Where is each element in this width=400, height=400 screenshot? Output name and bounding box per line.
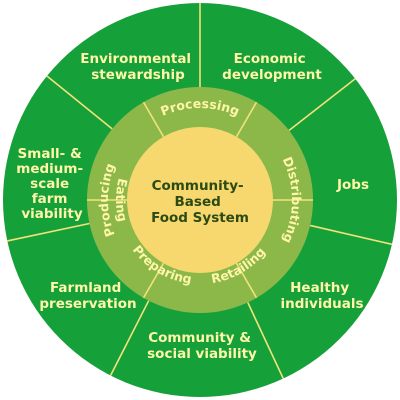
outer-divider-7 <box>46 75 113 130</box>
outcome-farm-viability: Small- & medium- scale farm viability <box>16 146 88 222</box>
middle-dividers <box>87 101 313 299</box>
outer-divider-3 <box>309 224 393 246</box>
outer-divider-4 <box>247 302 284 379</box>
center-title-line-1: Community- <box>152 178 244 194</box>
outcome-economic: Economic development <box>222 51 322 83</box>
outcome-farmland: Farmland preservation <box>39 280 136 312</box>
outer-divider-2 <box>288 78 356 132</box>
center-title-line-3: Food System <box>151 210 249 226</box>
middle-divider-3 <box>235 262 258 299</box>
middle-divider-4 <box>142 262 165 299</box>
middle-divider-1 <box>235 101 258 138</box>
outcome-healthy: Healthy individuals <box>280 280 363 312</box>
middle-divider-6 <box>142 101 165 138</box>
stage-label-processing: Processing <box>158 96 241 119</box>
outer-divider-5 <box>109 300 150 376</box>
core-circle <box>127 127 273 273</box>
outcome-community: Community & social viability <box>147 330 257 362</box>
center-title-line-2: Based <box>175 194 221 210</box>
outcome-jobs: Jobs <box>336 177 369 193</box>
outcome-environmental: Environmental stewardship <box>80 51 196 83</box>
outer-dividers <box>7 3 393 379</box>
center-title: Community- Based Food System <box>151 178 249 226</box>
outer-divider-6 <box>7 222 90 242</box>
stage-label-eating: Eating <box>113 177 131 223</box>
